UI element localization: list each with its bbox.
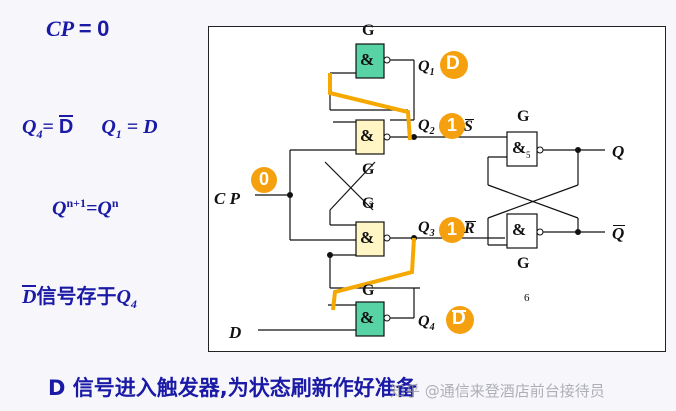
gate-g2-symbol: &	[360, 126, 375, 145]
q4-label: Q	[22, 116, 37, 138]
gate-g2-label: G	[362, 161, 375, 178]
d-bar-overline	[58, 115, 74, 117]
watermark-text: 知乎 @通信来登酒店前台接待员	[390, 382, 605, 400]
badge-q4-letter: D	[452, 308, 466, 329]
r-bar-overline	[465, 221, 476, 222]
q1-label: Q	[101, 116, 116, 138]
gate-g3-symbol: &	[360, 228, 375, 247]
circuit-panel	[208, 26, 666, 352]
qn1-label: Q	[52, 197, 67, 220]
junction-dot	[287, 192, 293, 198]
gate-g6-number: 6	[524, 292, 530, 304]
gate-g1	[355, 43, 391, 79]
junction-dot	[575, 229, 581, 235]
output-qbar-label: Q	[612, 224, 626, 244]
q2-output-letter: Q	[418, 117, 430, 134]
r-bar-label: R	[464, 220, 476, 238]
badge-q3-text: 1	[447, 219, 458, 239]
q4-output-letter: Q	[418, 313, 430, 330]
bottom-caption: D 信号进入触发器,为状态刷新作好准备	[48, 376, 417, 400]
q3-output-letter: Q	[418, 219, 430, 236]
q4-output-subscript: 4	[429, 322, 435, 334]
badge-q4-overline	[452, 310, 466, 312]
cp-equation: CP = 0	[46, 16, 109, 42]
gate-g6-label: G	[517, 255, 530, 272]
q2-output-label: Q2	[418, 117, 435, 137]
badge-q1	[440, 51, 468, 79]
q1-rhs: = D	[126, 116, 158, 138]
q1-output-label: Q1	[418, 58, 435, 78]
junction-dot	[575, 147, 581, 153]
gate-g5-number: 5	[526, 150, 531, 160]
stored-text: 信号存于	[36, 284, 117, 308]
q2-output-subscript: 2	[429, 126, 435, 138]
stored-statement: D信号存于Q4	[22, 280, 137, 312]
qn-rhs: =Q	[85, 197, 112, 220]
gate-g5	[506, 131, 544, 167]
cp-equals: =	[78, 16, 92, 41]
badge-cp	[251, 167, 277, 193]
stored-d-bar-overline	[22, 285, 37, 287]
q4-equation: Q4= D Q1 = D	[22, 115, 158, 142]
gate-g3	[355, 221, 391, 257]
highlight-path-upper	[328, 73, 412, 141]
output-qbar-letter: Q	[612, 224, 625, 243]
s-bar-label: S	[464, 118, 474, 136]
stored-d-bar: D	[22, 285, 37, 309]
badge-q2-text: 1	[447, 115, 458, 135]
q4-subscript: 4	[36, 127, 43, 141]
highlight-path-lower	[331, 237, 416, 311]
q1-output-letter: Q	[418, 58, 430, 75]
junction-dot	[411, 134, 417, 140]
q4-output-label: Q4	[418, 313, 435, 333]
gate-g5-label: G	[517, 108, 530, 125]
gate-g4	[355, 301, 391, 337]
gate-g3-number: 3	[369, 200, 374, 210]
gate-g4-label: G	[362, 282, 375, 299]
badge-q1-text: D	[446, 53, 460, 74]
gate-g1-symbol: &	[360, 50, 375, 69]
gate-g3-label: G	[362, 195, 375, 212]
stored-q-label: Q	[116, 286, 131, 308]
d-bar: D	[58, 115, 74, 139]
badge-q4	[446, 306, 474, 334]
badge-q3	[439, 217, 465, 243]
cp-value: 0	[97, 16, 110, 41]
d-input-label: D	[229, 323, 242, 342]
junction-dot	[327, 252, 333, 258]
stored-d-letter: D	[22, 286, 37, 308]
gate-g5-symbol: &	[512, 138, 527, 157]
cp-label: CP	[46, 16, 74, 41]
q3-output-label: Q3	[418, 219, 435, 239]
output-q-label: Q	[612, 142, 625, 161]
gate-g6	[506, 213, 544, 249]
s-bar-overline	[465, 119, 474, 120]
d-bar-letter: D	[58, 116, 74, 138]
gate-g6-symbol: &	[512, 220, 527, 239]
cp-input-label: C P	[214, 189, 240, 208]
r-bar-letter: R	[464, 220, 475, 237]
qn-superscript: n	[111, 196, 119, 210]
output-qbar-overline	[613, 225, 626, 226]
q3-output-subscript: 3	[429, 228, 435, 240]
badge-q4-text: D	[452, 308, 466, 330]
q4-equals: =	[42, 116, 54, 138]
gate-g1-label: G	[362, 22, 375, 39]
next-state-equation: Qn+1=Qn	[52, 196, 119, 221]
badge-cp-text: 0	[259, 169, 270, 189]
q1-output-subscript: 1	[429, 67, 435, 79]
q1-subscript: 1	[115, 127, 122, 141]
gate-g2	[355, 119, 391, 155]
qn1-superscript: n+1	[66, 196, 86, 210]
gate-g4-symbol: &	[360, 308, 375, 327]
stored-q-subscript: 4	[130, 297, 137, 311]
s-bar-letter: S	[464, 118, 473, 135]
badge-q2	[439, 113, 465, 139]
